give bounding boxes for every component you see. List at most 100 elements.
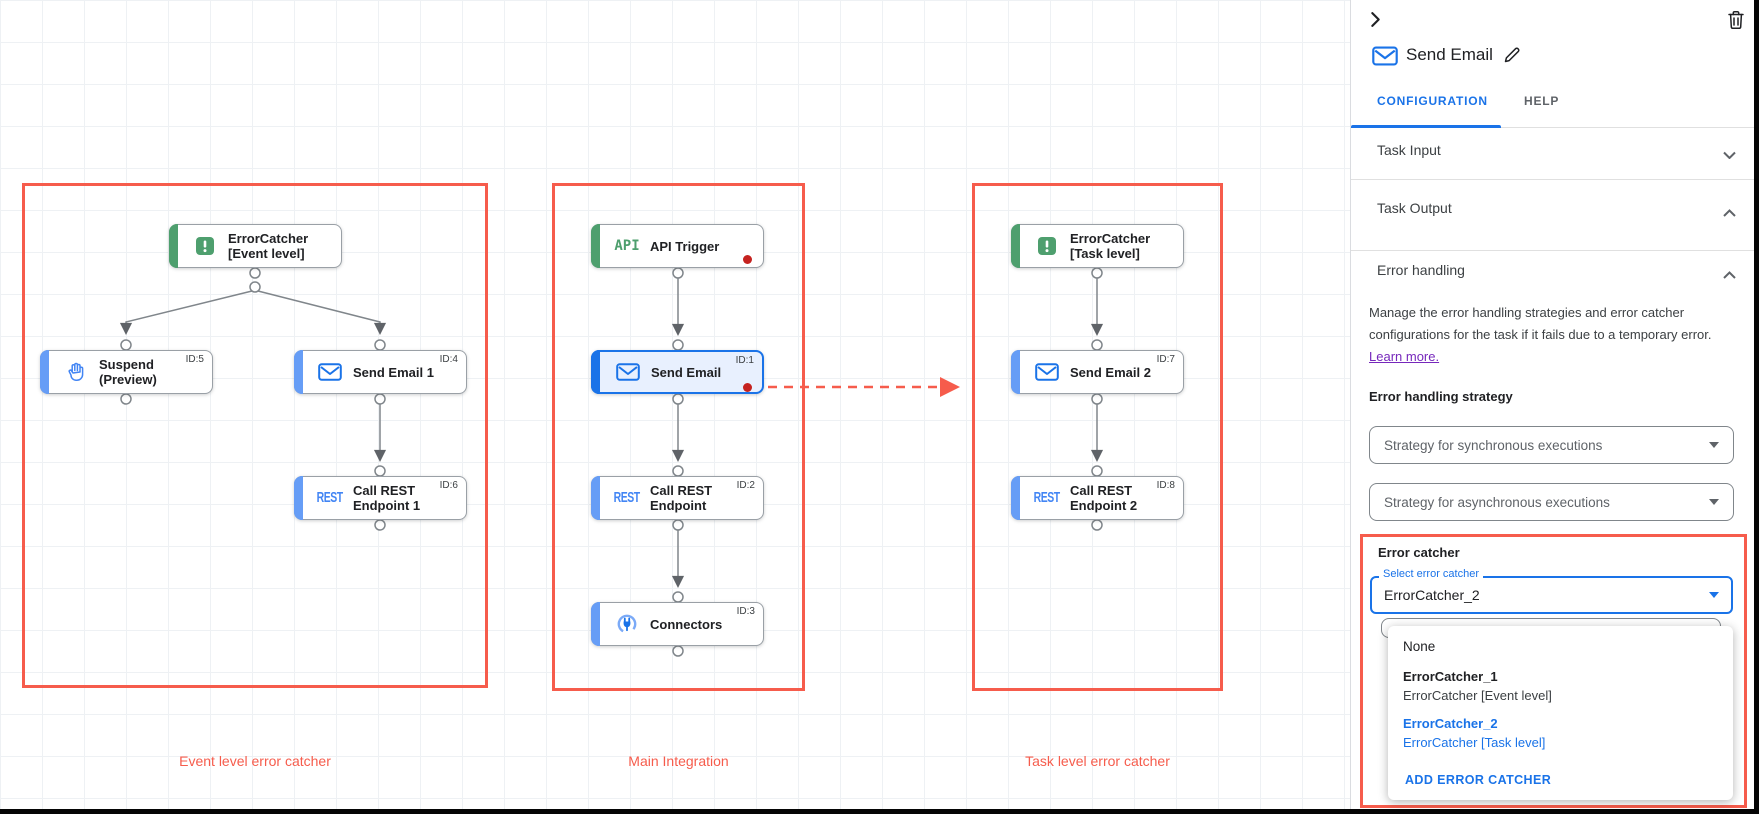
section-title: Task Input: [1377, 142, 1441, 158]
section-error-handling[interactable]: Error handling: [1377, 262, 1736, 280]
node-accent: [591, 602, 600, 646]
section-divider: [1351, 179, 1755, 180]
node-api-trigger[interactable]: API API Trigger: [591, 224, 764, 268]
error-catcher-menu: None ErrorCatcher_1 ErrorCatcher [Event …: [1388, 626, 1733, 800]
node-label-line2: Endpoint 1: [353, 498, 421, 513]
node-id-badge: ID:2: [736, 480, 755, 491]
tab-configuration[interactable]: CONFIGURATION: [1377, 94, 1488, 108]
node-errorcatcher-event-level[interactable]: ErrorCatcher[Event level]: [169, 224, 342, 268]
node-label: Suspend: [99, 357, 154, 372]
node-label: Send Email 1: [353, 364, 434, 380]
dropdown-caret-icon: [1709, 442, 1719, 448]
menu-item-subtitle: ErrorCatcher [Event level]: [1403, 688, 1552, 703]
node-id-badge: ID:5: [185, 354, 204, 365]
node-accent: [591, 224, 600, 268]
node-errorcatcher-task-level[interactable]: ErrorCatcher[Task level]: [1011, 224, 1184, 268]
menu-item-subtitle: ErrorCatcher [Task level]: [1403, 735, 1546, 750]
rest-icon: REST: [317, 489, 343, 507]
section-task-input[interactable]: Task Input: [1377, 142, 1736, 160]
node-label-line2: [Event level]: [228, 246, 305, 261]
node-accent: [294, 476, 303, 520]
node-id-badge: ID:1: [735, 355, 754, 366]
caption-task-level-error-catcher: Task level error catcher: [1025, 753, 1170, 769]
section-title: Task Output: [1377, 200, 1452, 216]
task-type-email-icon: [1372, 46, 1398, 71]
rest-icon: REST: [1034, 489, 1060, 507]
chevron-down-icon: [1723, 146, 1736, 164]
tab-help[interactable]: HELP: [1524, 94, 1560, 108]
node-accent: [40, 350, 49, 394]
rest-icon: REST: [614, 489, 640, 507]
group-main-integration: [552, 183, 805, 691]
node-accent: [591, 476, 600, 520]
section-task-output[interactable]: Task Output: [1377, 200, 1736, 218]
connectors-icon: [612, 613, 642, 635]
error-catcher-select[interactable]: ErrorCatcher_2: [1370, 576, 1733, 614]
active-tab-indicator: [1351, 125, 1501, 128]
email-icon: [613, 363, 643, 381]
email-icon: [315, 363, 345, 381]
select-error-catcher-float-label: Select error catcher: [1379, 568, 1483, 580]
node-suspend[interactable]: Suspend(Preview) ID:5: [40, 350, 213, 394]
error-dot-api-trigger: [743, 255, 752, 264]
suspend-hand-icon: [61, 361, 91, 383]
node-label-line2: (Preview): [99, 372, 157, 387]
chevron-right-icon: [1367, 12, 1384, 31]
chevron-up-icon: [1723, 204, 1736, 222]
sync-strategy-select[interactable]: Strategy for synchronous executions: [1369, 426, 1734, 464]
window-right-edge: [1754, 0, 1759, 814]
errorcatcher-icon: [1032, 236, 1062, 256]
api-trigger-icon: API: [614, 238, 640, 254]
group-event-level-error-catcher: [22, 183, 488, 688]
delete-task-button[interactable]: [1727, 10, 1745, 33]
dropdown-caret-icon: [1709, 592, 1719, 598]
window-bottom-edge: [0, 809, 1759, 814]
node-connectors[interactable]: Connectors ID:3: [591, 602, 764, 646]
node-send-email-selected[interactable]: Send Email ID:1: [591, 350, 764, 394]
collapse-panel-button[interactable]: [1367, 11, 1384, 31]
node-label: Connectors: [650, 616, 723, 632]
node-label: Send Email 2: [1070, 364, 1151, 380]
node-accent: [1011, 476, 1020, 520]
node-id-badge: ID:6: [439, 480, 458, 491]
menu-item-title: ErrorCatcher_2: [1403, 716, 1498, 731]
node-send-email-2[interactable]: Send Email 2 ID:7: [1011, 350, 1184, 394]
node-accent: [1011, 350, 1020, 394]
node-id-badge: ID:3: [736, 606, 755, 617]
async-strategy-select[interactable]: Strategy for asynchronous executions: [1369, 483, 1734, 521]
node-label: Call REST: [1070, 483, 1133, 498]
node-accent: [591, 350, 600, 394]
menu-item-errorcatcher-2-selected[interactable]: ErrorCatcher_2 ErrorCatcher [Task level]: [1403, 716, 1545, 750]
node-accent: [1011, 224, 1020, 268]
error-handling-description: Manage the error handling strategies and…: [1369, 302, 1721, 368]
add-error-catcher-button[interactable]: ADD ERROR CATCHER: [1405, 773, 1552, 787]
node-label: Send Email: [651, 364, 722, 380]
menu-item-errorcatcher-1[interactable]: ErrorCatcher_1 ErrorCatcher [Event level…: [1403, 669, 1552, 703]
panel-title: Send Email: [1406, 45, 1493, 64]
node-id-badge: ID:4: [439, 354, 458, 365]
task-config-panel: Send Email CONFIGURATION HELP Task Input…: [1350, 0, 1755, 814]
chevron-up-icon: [1723, 266, 1736, 284]
dropdown-caret-icon: [1709, 499, 1719, 505]
node-accent: [294, 350, 303, 394]
node-label: Call REST: [650, 483, 713, 498]
node-send-email-1[interactable]: Send Email 1 ID:4: [294, 350, 467, 394]
errorcatcher-icon: [190, 236, 220, 256]
node-label: ErrorCatcher: [1070, 231, 1151, 246]
node-id-badge: ID:7: [1156, 354, 1175, 365]
node-label: Call REST: [353, 483, 416, 498]
email-icon: [1032, 363, 1062, 381]
trash-icon: [1727, 11, 1745, 33]
pencil-icon: [1503, 47, 1521, 67]
rename-task-button[interactable]: [1503, 46, 1521, 67]
menu-item-none[interactable]: None: [1403, 639, 1436, 654]
error-handling-strategy-label: Error handling strategy: [1369, 389, 1513, 404]
flow-canvas[interactable]: ErrorCatcher[Event level] Suspend(Previe…: [0, 0, 1350, 814]
node-label-line2: Endpoint: [650, 498, 707, 513]
select-value: Strategy for synchronous executions: [1384, 437, 1603, 453]
caption-event-level-error-catcher: Event level error catcher: [179, 753, 331, 769]
learn-more-link[interactable]: Learn more.: [1369, 349, 1440, 364]
